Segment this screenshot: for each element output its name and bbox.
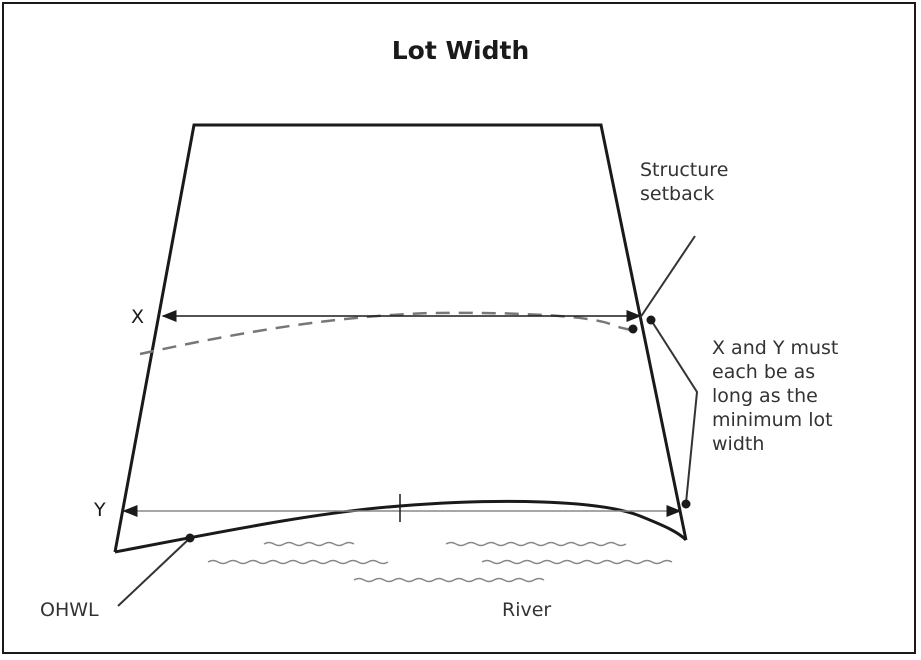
wave: [207, 559, 389, 565]
ohwl-label: OHWL: [40, 599, 99, 621]
setback-leader: [639, 235, 696, 319]
wave: [481, 559, 673, 565]
lot-boundary: [113, 123, 688, 553]
structure-setback-label: Structure setback: [640, 159, 729, 205]
ohwl-shoreline: [114, 499, 688, 554]
setback-point: [628, 324, 638, 334]
wave: [353, 577, 545, 583]
diagram-title: Lot Width: [391, 36, 530, 65]
y-label: Y: [94, 499, 106, 521]
rule-leader: [650, 319, 699, 504]
wave: [445, 541, 627, 547]
y-endpoint: [681, 499, 691, 509]
ohwl-point: [185, 533, 195, 543]
river-label: River: [502, 599, 552, 621]
x-label: X: [131, 306, 145, 328]
river-water: [207, 541, 673, 583]
structure-setback-line: [139, 311, 641, 356]
x-endpoint: [646, 315, 656, 325]
wave: [263, 541, 355, 547]
ohwl-leader: [117, 537, 191, 607]
width-rule-label: X and Y must each be as long as the mini…: [712, 337, 839, 455]
